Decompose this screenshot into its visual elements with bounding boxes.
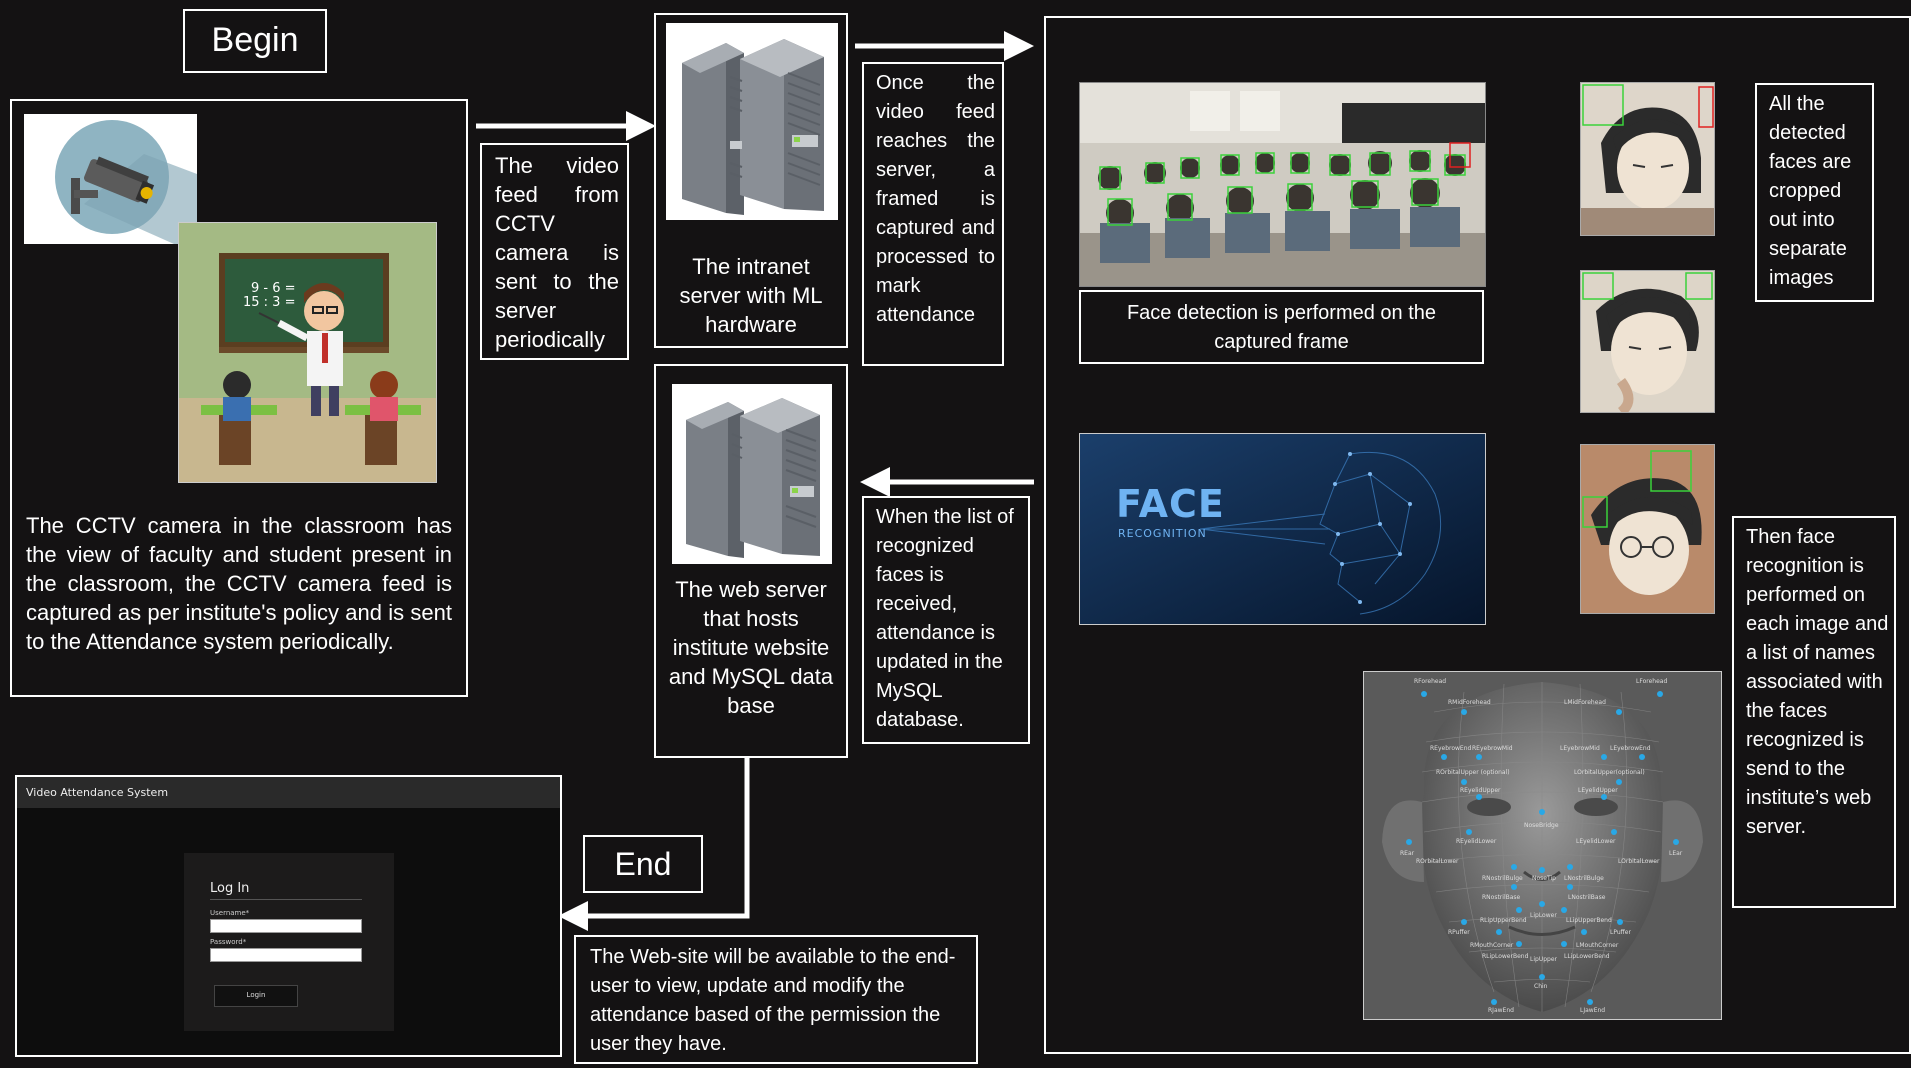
lm-lliplowerbend: LLipLowerBend: [1564, 953, 1610, 960]
lm-rliplowerbend: RLipLowerBend: [1482, 953, 1529, 960]
cropped-description-box: All the detected faces are cropped out i…: [1755, 83, 1874, 302]
lm-rorbitallower: ROrbitalLower: [1416, 858, 1459, 865]
face-recognition-banner: FACE RECOGNITION: [1079, 433, 1486, 625]
username-label: Username*: [210, 909, 250, 917]
login-button[interactable]: Login: [214, 985, 298, 1007]
cropped-face-2: [1580, 270, 1715, 413]
cctv-classroom-box: 9 - 6 = 15 : 3 = The CCTV camera in the …: [10, 99, 468, 697]
face-banner-subtitle: RECOGNITION: [1118, 527, 1207, 540]
login-button-label: Login: [246, 991, 266, 999]
lm-rorbital: ROrbitalUpper (optional): [1436, 769, 1510, 776]
face-banner-title: FACE: [1116, 482, 1225, 526]
lm-rear: REar: [1400, 850, 1415, 857]
intranet-server-text: The intranet server with ML hardware: [679, 254, 823, 337]
lm-reyebrowend: REyebrowEnd: [1430, 745, 1472, 752]
lm-rmouthcorner: RMouthCorner: [1470, 942, 1514, 949]
lm-rpuffer: RPuffer: [1448, 929, 1470, 936]
lm-reyebrowmid: REyebrowMid: [1472, 745, 1513, 752]
begin-label: Begin: [211, 21, 299, 59]
lm-reyelidupper: REyelidUpper: [1460, 787, 1501, 794]
web-server-box: The web server that hosts institute webs…: [654, 364, 848, 758]
captured-frame-photo: [1079, 82, 1486, 287]
lm-rnostrilbulge: RNostrilBulge: [1482, 875, 1523, 882]
lm-ljawend: LJawEnd: [1580, 1007, 1606, 1014]
lm-lpuffer: LPuffer: [1610, 929, 1631, 936]
login-heading-divider: [210, 899, 362, 900]
intranet-server-icon: [666, 23, 838, 220]
password-label: Password*: [210, 938, 247, 946]
lm-leyelidupper: LEyelidUpper: [1578, 787, 1618, 794]
lm-rlipupperbend: RLipUpperBend: [1480, 917, 1527, 924]
board-line-1: 9 - 6 =: [251, 281, 296, 296]
lm-reyelidlower: REyelidLower: [1456, 838, 1497, 845]
lm-lmidforehead: LMidForehead: [1564, 699, 1606, 706]
video-feed-text: The video feed from CCTV camera is sent …: [495, 153, 619, 352]
login-panel: Log In Username* Password* Login: [184, 853, 394, 1031]
lm-rnostrilbase: RNostrilBase: [1482, 894, 1521, 901]
lm-lnostrilbulge: LNostrilBulge: [1564, 875, 1604, 882]
lm-lforehead: LForehead: [1636, 678, 1668, 685]
lm-lorbitallower: LOrbitalLower: [1618, 858, 1660, 865]
web-server-text: The web server that hosts institute webs…: [668, 577, 834, 718]
frame-capture-text: Once the video feed reaches the server, …: [876, 72, 995, 326]
cropped-face-3: [1580, 444, 1715, 614]
lm-lmouthcorner: LMouthCorner: [1576, 942, 1619, 949]
face-detection-text: Face detection is performed on the captu…: [1126, 302, 1437, 353]
lm-lorbital: LOrbitalUpper(optional): [1574, 769, 1645, 776]
lm-leyebrowmid: LEyebrowMid: [1560, 745, 1600, 752]
cctv-camera-icon: [24, 114, 197, 244]
attendance-update-box: When the list of recognized faces is rec…: [862, 496, 1030, 744]
lm-liplower: LipLower: [1530, 912, 1557, 919]
website-description-text: The Web-site will be available to the en…: [590, 946, 956, 1055]
username-input[interactable]: [210, 919, 362, 933]
board-line-2: 15 : 3 =: [243, 295, 296, 310]
lm-lear: LEar: [1669, 850, 1683, 857]
classroom-illustration: 9 - 6 = 15 : 3 =: [178, 222, 437, 483]
web-server-icon: [672, 384, 832, 564]
face-landmarks-image: RForehead LForehead RMidForehead LMidFor…: [1363, 671, 1722, 1020]
frame-capture-box: Once the video feed reaches the server, …: [862, 62, 1004, 366]
login-heading: Log In: [210, 881, 250, 896]
login-app-title: Video Attendance System: [26, 786, 169, 799]
password-input[interactable]: [210, 948, 362, 962]
lm-llipupperbend: LLipUpperBend: [1566, 917, 1612, 924]
lm-rmidforehead: RMidForehead: [1448, 699, 1491, 706]
cropped-face-1: [1580, 82, 1715, 236]
lm-leyelidlower: LEyelidLower: [1576, 838, 1616, 845]
end-terminal: End: [583, 835, 703, 893]
face-detection-box: Face detection is performed on the captu…: [1079, 290, 1484, 364]
intranet-server-box: The intranet server with ML hardware: [654, 13, 848, 348]
lm-chin: Chin: [1534, 983, 1548, 990]
recognition-description-box: Then face recognition is performed on ea…: [1732, 516, 1896, 908]
attendance-update-text: When the list of recognized faces is rec…: [876, 506, 1014, 731]
recognition-description-text: Then face recognition is performed on ea…: [1746, 526, 1889, 838]
end-label: End: [614, 846, 672, 882]
lm-nosetip: NoseTip: [1532, 875, 1556, 882]
lm-rjawend: RJawEnd: [1488, 1007, 1514, 1014]
video-feed-box: The video feed from CCTV camera is sent …: [480, 143, 629, 360]
arrow-webserver-to-login: [558, 758, 750, 931]
lm-leyebrowend: LEyebrowEnd: [1610, 745, 1651, 752]
cropped-description-text: All the detected faces are cropped out i…: [1769, 93, 1852, 289]
lm-nosebridge: NoseBridge: [1524, 822, 1559, 829]
begin-terminal: Begin: [183, 9, 327, 73]
website-description-box: The Web-site will be available to the en…: [574, 935, 978, 1064]
cctv-description: The CCTV camera in the classroom has the…: [26, 513, 452, 654]
lm-rforehead: RForehead: [1414, 678, 1447, 685]
lm-lnostrilbase: LNostrilBase: [1568, 894, 1606, 901]
login-app-screenshot: Video Attendance System Log In Username*…: [15, 775, 562, 1057]
lm-lipupper: LipUpper: [1530, 956, 1557, 963]
login-app-titlebar: Video Attendance System: [17, 777, 560, 808]
